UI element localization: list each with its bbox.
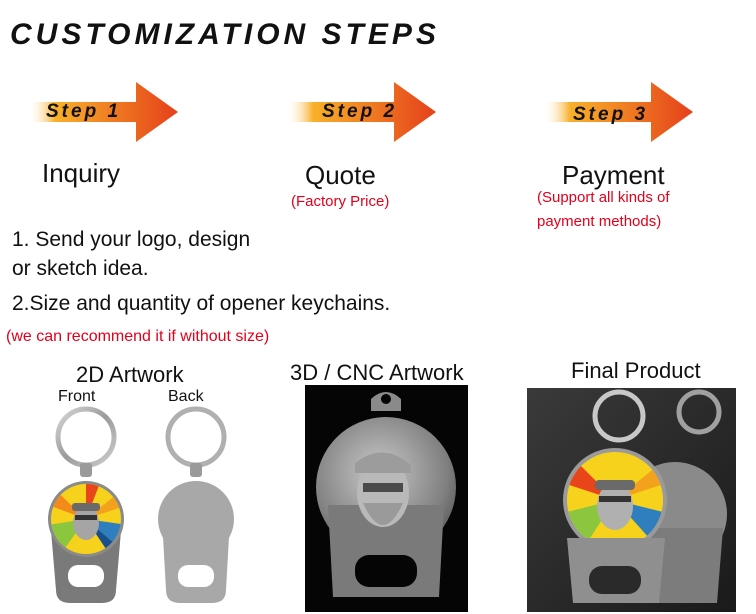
cnc-artwork-image [305,385,468,612]
arrow-right-icon [286,82,436,142]
step-3-note-line1: (Support all kinds of [537,189,670,206]
step-2-name: Quote [305,160,376,190]
step-3-label: Step 3 [573,104,649,125]
final-product-title: Final Product [571,358,701,383]
requirement-1a: 1. Send your logo, design [12,228,251,251]
arrow-right-icon [543,82,693,142]
step-2-badge: Step 2 [286,80,436,144]
step-1-badge: Step 1 [28,80,178,144]
back-label: Back [168,388,204,405]
front-label: Front [58,388,96,405]
arrow-right-icon [28,82,178,142]
step-2-label: Step 2 [322,101,398,122]
step-1-label: Step 1 [46,101,122,122]
keychain-front-image [30,405,140,605]
keychain-back-image [148,405,258,605]
step-3-name: Payment [562,160,665,190]
artwork-2d-title: 2D Artwork [76,362,184,387]
artwork-3d-title: 3D / CNC Artwork [290,360,464,385]
step-3-badge: Step 3 [543,80,693,144]
page-title: CUSTOMIZATION STEPS [10,18,440,51]
step-1-name: Inquiry [42,158,121,188]
requirement-1b: or sketch idea. [12,257,149,280]
step-2-note: (Factory Price) [291,193,390,210]
final-product-image [527,388,736,612]
step-3-note-line2: payment methods) [537,213,662,230]
requirement-note: (we can recommend it if without size) [6,328,270,345]
requirement-2: 2.Size and quantity of opener keychains. [12,292,391,315]
